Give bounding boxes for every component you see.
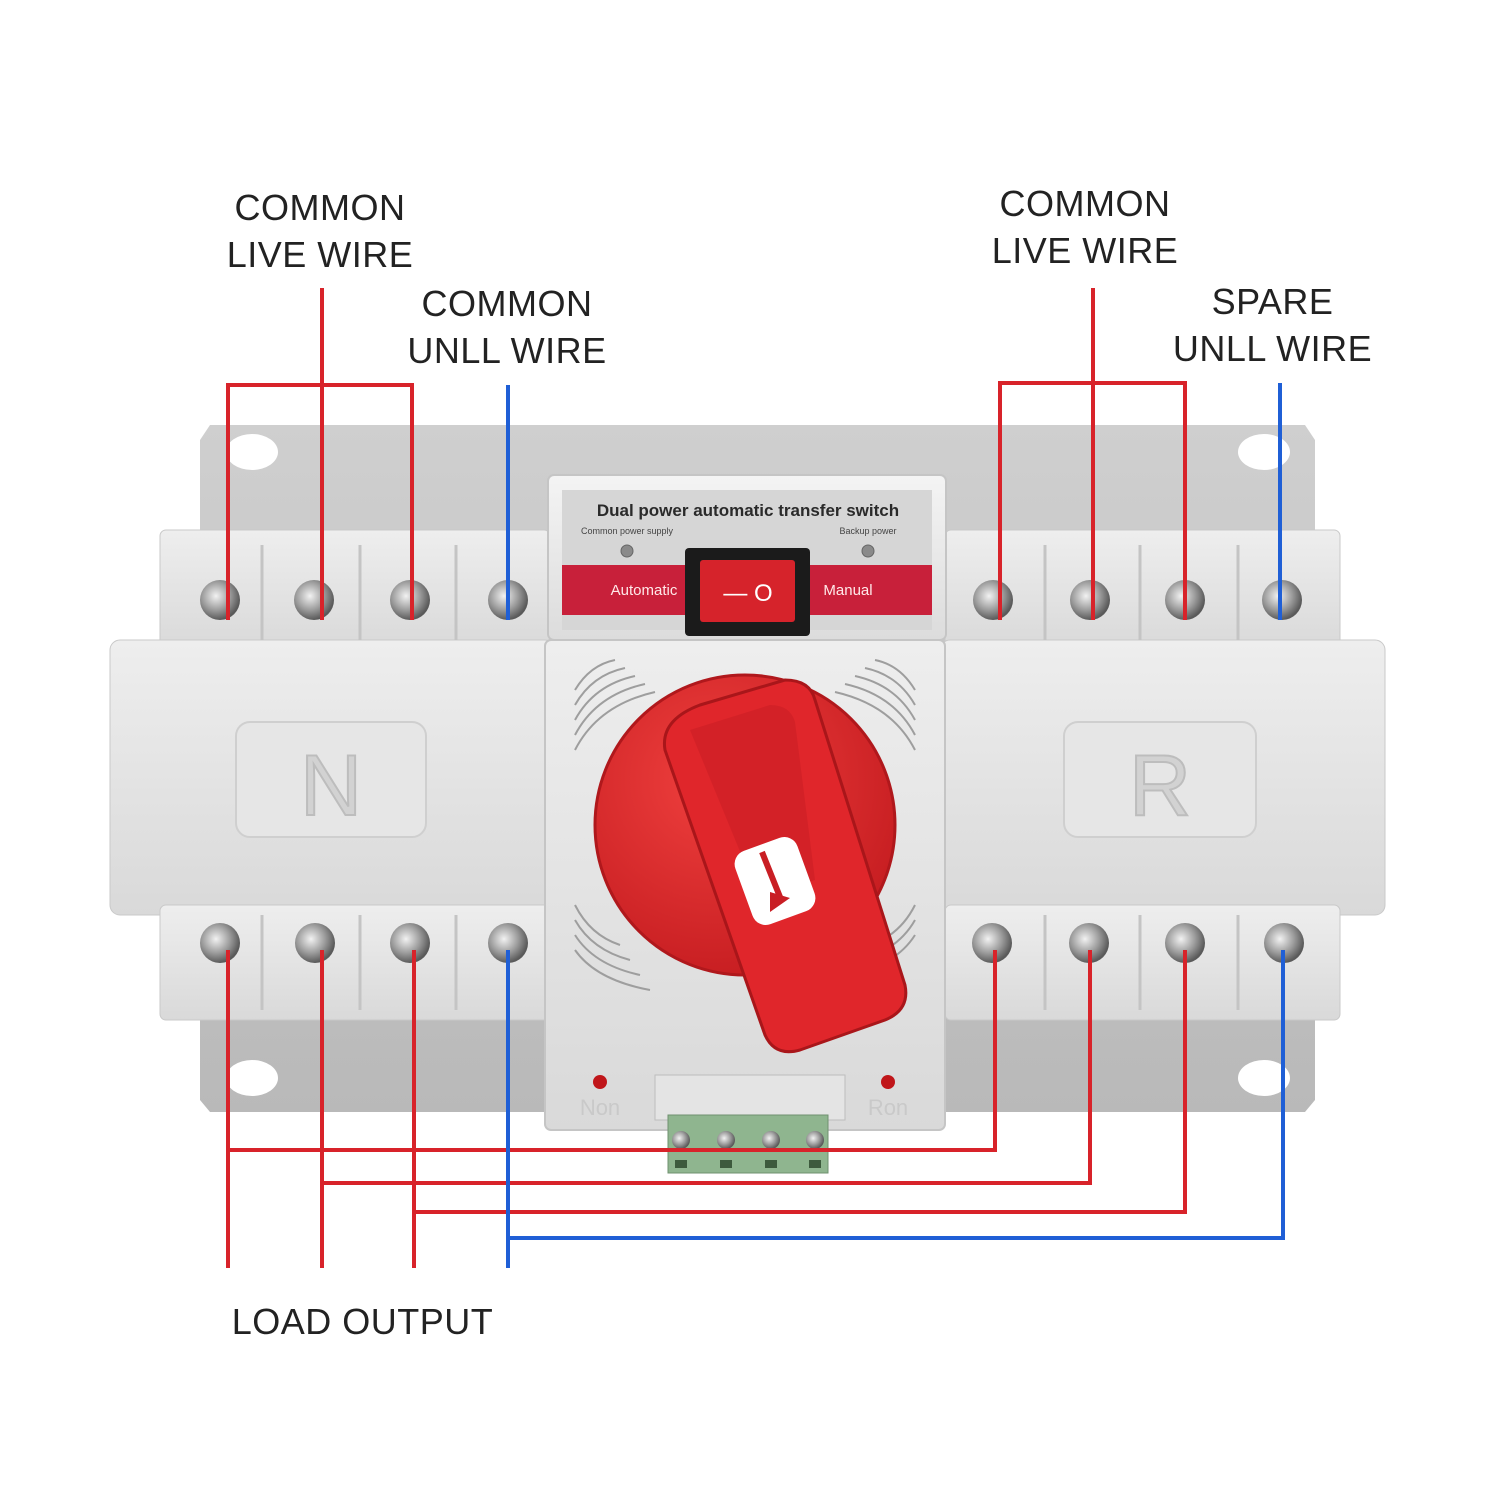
l2-crossover-wire — [322, 950, 1092, 1185]
l1-crossover-wire — [228, 950, 997, 1152]
callout-line: SPARE — [1211, 281, 1334, 322]
mode-rocker-switch[interactable]: — O — [685, 548, 810, 636]
unit-letter-r: R — [1129, 738, 1191, 834]
callout-line: UNLL WIRE — [407, 330, 607, 371]
callout-line: LIVE WIRE — [991, 230, 1179, 271]
callout-line: UNLL WIRE — [1172, 328, 1373, 369]
transfer-rotary-knob[interactable] — [593, 673, 908, 1054]
null-wires — [506, 383, 1285, 1268]
unit-letter-n: N — [300, 738, 362, 834]
ron-indicator-label: Ron — [868, 1095, 908, 1120]
manual-label: Manual — [823, 582, 872, 599]
right-live-bridge-wire — [998, 381, 1187, 620]
left-switch-unit — [109, 529, 556, 1021]
callout-load-output: LOAD OUTPUT — [220, 1298, 505, 1345]
left-live-bridge-wire — [226, 383, 414, 620]
n-crossover-wire — [508, 950, 1285, 1240]
callout-line: LOAD OUTPUT — [231, 1301, 494, 1342]
backup-power-label: Backup power — [839, 526, 896, 536]
callout-right-spare-null-wire: SPARE UNLL WIRE — [1160, 278, 1385, 372]
automatic-label: Automatic — [611, 582, 678, 599]
right-switch-unit — [939, 529, 1386, 1021]
callout-left-common-live-wire: COMMON LIVE WIRE — [200, 184, 440, 278]
callout-line: COMMON — [234, 187, 406, 228]
device-title: Dual power automatic transfer switch — [597, 501, 899, 520]
callout-line: COMMON — [421, 283, 593, 324]
l3-crossover-wire — [414, 950, 1187, 1214]
backup-power-led — [861, 544, 875, 558]
rocker-symbols: — O — [723, 580, 772, 607]
live-wires — [226, 288, 1187, 1268]
common-power-label: Common power supply — [581, 526, 674, 536]
callout-line: COMMON — [999, 183, 1171, 224]
common-power-led — [620, 544, 634, 558]
control-terminal-block — [654, 1074, 846, 1174]
non-indicator-led — [593, 1075, 607, 1089]
callout-left-common-null-wire: COMMON UNLL WIRE — [392, 280, 622, 374]
callout-right-common-live-wire: COMMON LIVE WIRE — [965, 180, 1205, 274]
callout-line: LIVE WIRE — [226, 234, 414, 275]
non-indicator-label: Non — [580, 1095, 620, 1120]
ron-indicator-led — [881, 1075, 895, 1089]
